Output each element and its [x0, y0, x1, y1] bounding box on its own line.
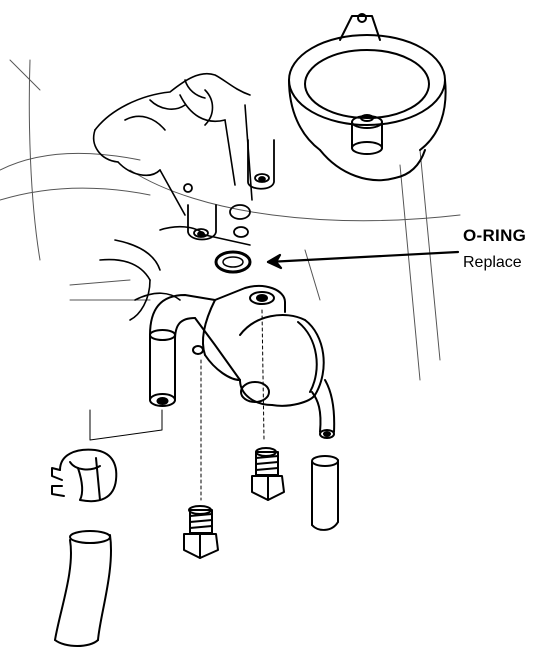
pressure-regulator: [149, 284, 336, 439]
intake-manifold: [93, 73, 253, 321]
hose-clamp: [51, 448, 118, 503]
alignment-lines: [89, 309, 265, 501]
o-ring: [214, 250, 252, 274]
o-ring-label: O-RING: [463, 226, 527, 245]
fuel-hose-large: [54, 530, 112, 647]
background-engine-outline: [0, 59, 461, 381]
o-ring-callout-arrow: [266, 250, 460, 270]
mounting-bolt-right: [251, 447, 285, 501]
throttle-body: [288, 13, 447, 182]
return-hose-small: [311, 455, 339, 531]
mounting-boss-lower: [183, 183, 251, 241]
mounting-boss-upper: [247, 139, 275, 190]
mounting-bolt-left: [183, 505, 219, 559]
o-ring-replace-note: Replace: [463, 254, 522, 271]
